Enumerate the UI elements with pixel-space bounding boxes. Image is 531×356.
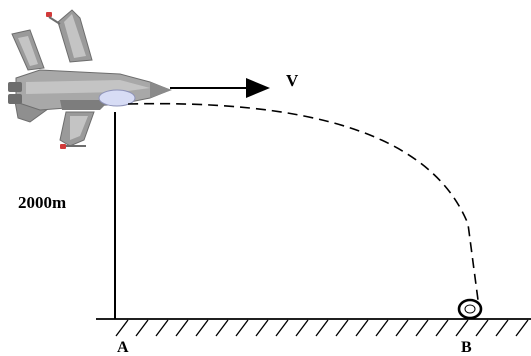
point-b-label: B <box>461 339 472 356</box>
ground-hatching <box>115 319 529 337</box>
point-a-label: A <box>117 339 129 356</box>
fighter-jet-icon <box>8 9 172 149</box>
bomb-icon <box>457 298 483 320</box>
velocity-arrow <box>170 78 270 98</box>
height-label: 2000m <box>18 193 66 212</box>
ground <box>96 318 531 337</box>
projectile-trajectory <box>127 102 479 301</box>
velocity-label: V <box>286 71 299 90</box>
